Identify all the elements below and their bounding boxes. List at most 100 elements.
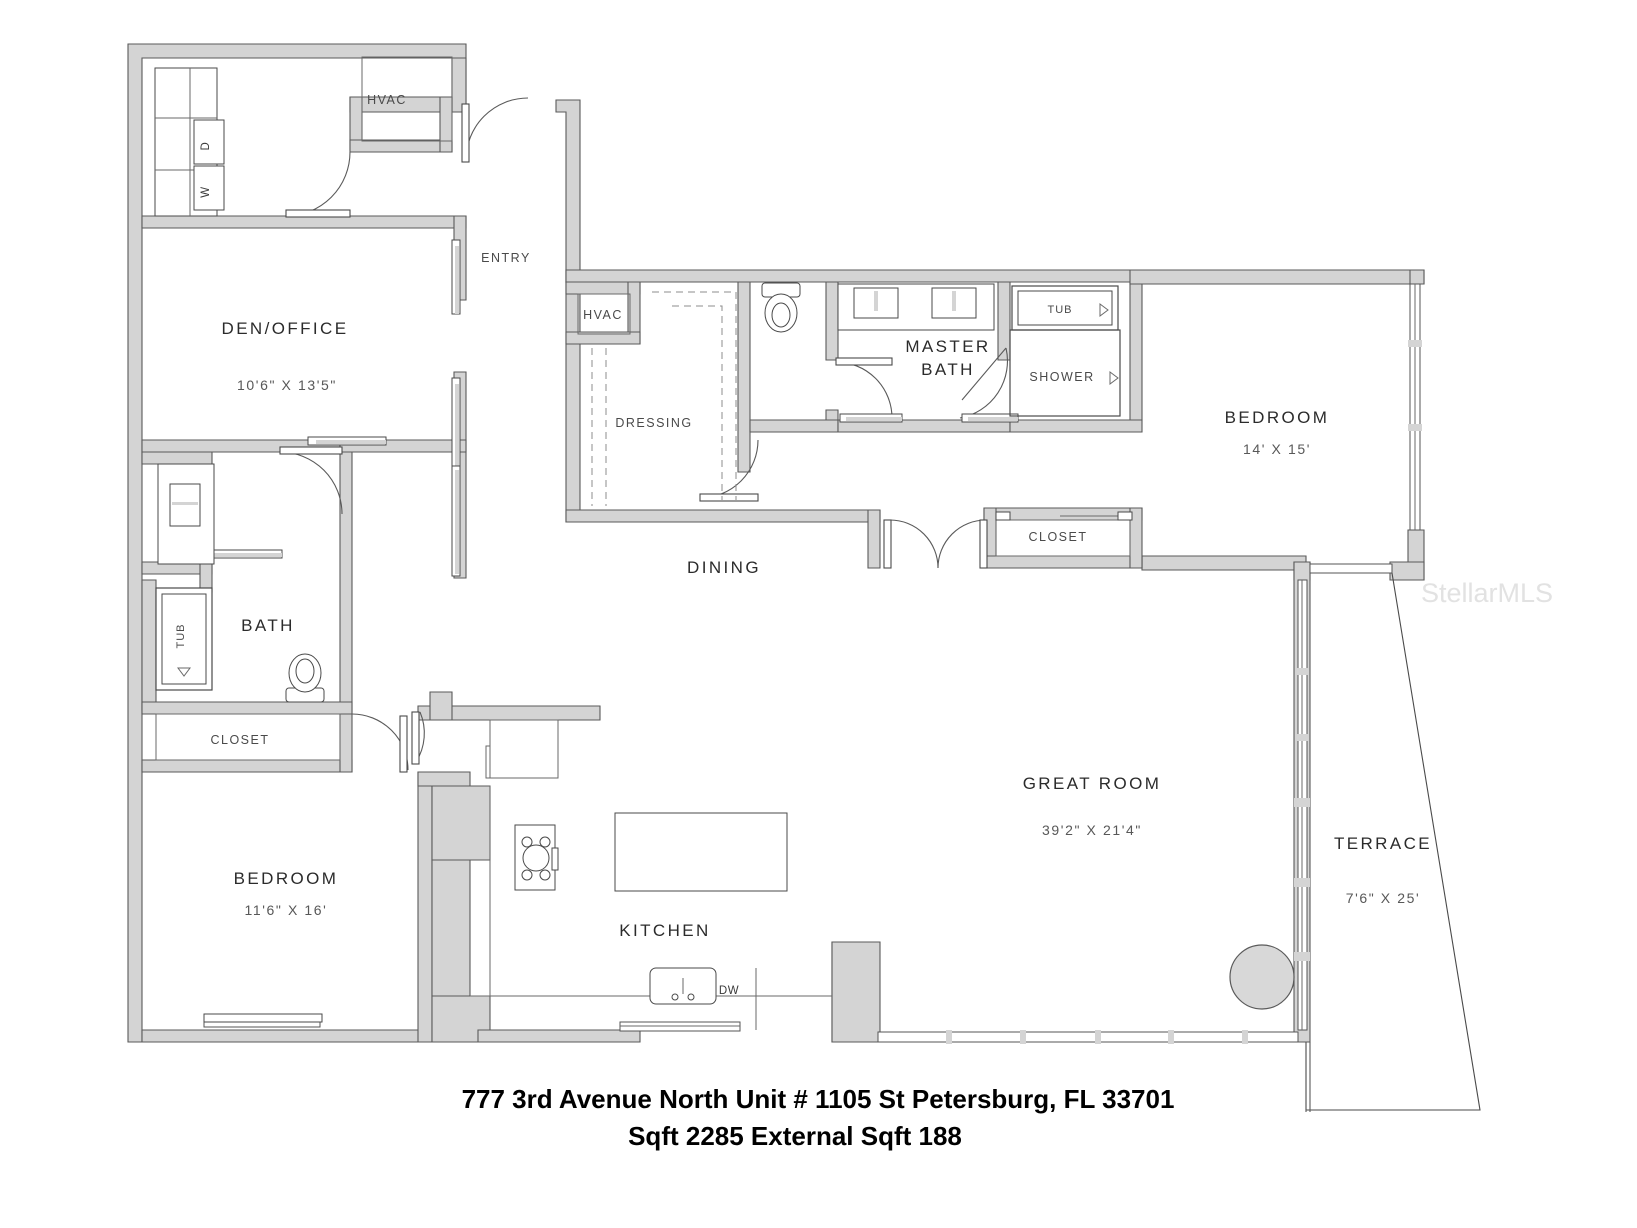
burner-3: [521, 869, 533, 881]
shower-master-enclosure: [1009, 329, 1121, 417]
door-leaf-pantry: [411, 711, 420, 765]
dim-bedroom-2: 11'6" X 16': [245, 902, 328, 918]
label-hvac-center: HVAC: [583, 308, 623, 322]
dim-great-room: 39'2" X 21'4": [1042, 822, 1142, 838]
cabinet-handle: [485, 745, 491, 779]
slider-entry-vert: [451, 239, 461, 315]
wall-dressing-east: [737, 281, 751, 473]
wall-mb-south: [749, 419, 839, 433]
tub-master-inner: [1017, 290, 1113, 326]
door-arc-entry: [465, 97, 529, 161]
laundry-zone: D W: [154, 67, 225, 217]
wall-kitchen-block-mid: [431, 859, 471, 997]
door-leaf-dressing: [699, 493, 759, 502]
bath-fixtures: TUB: [155, 463, 325, 703]
dim-terrace: 7'6" X 25': [1346, 890, 1421, 906]
hvac-top-interior: [361, 56, 453, 142]
wall-hvac-bottom: [349, 139, 453, 153]
door-arc-laundry: [285, 151, 351, 217]
round-column: [1229, 944, 1295, 1010]
slider-bedroom2: [203, 1013, 323, 1023]
door-leaf-shower: [961, 347, 1007, 401]
wall-dining-east-nub: [867, 509, 881, 569]
label-master-bath-line1: MASTER: [905, 337, 990, 356]
label-hvac-top: HVAC: [367, 93, 407, 107]
slider-mb-b: [961, 413, 1019, 423]
wall-laundry-den-divider: [141, 215, 467, 229]
slider-mb-a: [839, 413, 903, 423]
wall-mb-south-c: [1009, 419, 1143, 433]
tub-master-drain: [1099, 303, 1109, 317]
wall-mbed-south: [1141, 555, 1307, 571]
window-mullion-3: [1296, 668, 1309, 675]
sink-knob-right: [687, 993, 695, 1001]
window-greatroom-south: [877, 1031, 1299, 1043]
label-dining: DINING: [687, 558, 761, 577]
door-leaf-bath: [399, 715, 408, 773]
wall-closet-bath-east: [339, 713, 353, 773]
wall-hvacc-bottom: [565, 331, 641, 345]
tub-bath-drain: [177, 667, 191, 677]
cooktop-control: [551, 847, 559, 871]
tub-bath-inner: [161, 593, 207, 685]
door-leaf-masterbath: [835, 357, 893, 366]
wall-kitchen-east-block: [831, 941, 881, 1043]
wall-east-pier-b: [1389, 561, 1425, 581]
wall-kitchen-nub: [429, 691, 453, 721]
label-great-room: GREAT ROOM: [1023, 774, 1162, 793]
label-terrace: TERRACE: [1334, 834, 1432, 853]
glazing: [203, 283, 1422, 1044]
washer-label: W: [200, 186, 212, 197]
label-closet-bedroom: CLOSET: [1028, 530, 1087, 544]
dressing-shelving: [591, 291, 737, 506]
kitchen-fixtures: DW: [470, 719, 832, 1030]
window-mullion-1: [1408, 340, 1422, 347]
window-mullions-south: [946, 1030, 1248, 1044]
wall-ne-corner: [1409, 269, 1425, 285]
kitchen-island: [614, 812, 788, 892]
label-closet-bath: CLOSET: [210, 733, 269, 747]
wall-closet-bed-south: [983, 555, 1143, 569]
vanity-bath-faucet: [172, 502, 198, 505]
dryer-label: D: [200, 142, 212, 151]
wall-kitchen-south: [477, 1029, 641, 1043]
door-leaf-entry: [461, 103, 470, 163]
label-bath: BATH: [241, 616, 295, 635]
kitchen-upper-cabinet: [489, 719, 559, 779]
door-leaf-closet-left: [883, 519, 892, 569]
door-arc-closet-left: [889, 519, 939, 569]
toilet-bath-seat: [295, 658, 315, 684]
slider-den-vert: [451, 377, 461, 467]
slider-den-a: [307, 436, 387, 446]
closet-bed-interior: [995, 519, 1131, 557]
door-arc-masterbath: [835, 361, 893, 419]
door-arc-closet-right: [937, 519, 987, 569]
doors: [279, 97, 1009, 773]
door-arc-den: [279, 451, 343, 515]
sliding-doors: [203, 239, 1019, 1023]
wall-entry-corridor-east: [555, 99, 581, 283]
window-mullion-2: [1408, 424, 1422, 431]
wall-bath-south: [141, 701, 353, 715]
closet-bed-bracket-r: [1117, 511, 1133, 521]
closet-bath-interior: [155, 713, 341, 761]
door-leaf-den: [279, 446, 343, 455]
vanity-master-faucet-right: [952, 291, 956, 311]
master-bath-fixtures: TUB SHOWER: [761, 282, 1121, 417]
wall-bedroom2-east: [417, 771, 433, 1043]
wall-mb-shower-west: [997, 281, 1011, 361]
label-bedroom-2: BEDROOM: [234, 869, 339, 888]
wall-hvac-right: [439, 96, 453, 153]
hvac-interiors: [361, 56, 631, 335]
shower-master-drain: [1109, 371, 1119, 385]
hvac-center-interior: [577, 293, 631, 335]
wall-bath-top: [141, 451, 213, 465]
wall-bedroom2-south: [141, 1029, 431, 1043]
caption-sqft: Sqft 2285 External Sqft 188: [628, 1121, 962, 1151]
wall-bath-west: [141, 579, 157, 711]
closet-interiors: [155, 511, 1133, 761]
terrace-outline: [1305, 572, 1481, 1112]
window-mullion-4: [1296, 734, 1309, 741]
dryer-unit: [193, 119, 225, 165]
